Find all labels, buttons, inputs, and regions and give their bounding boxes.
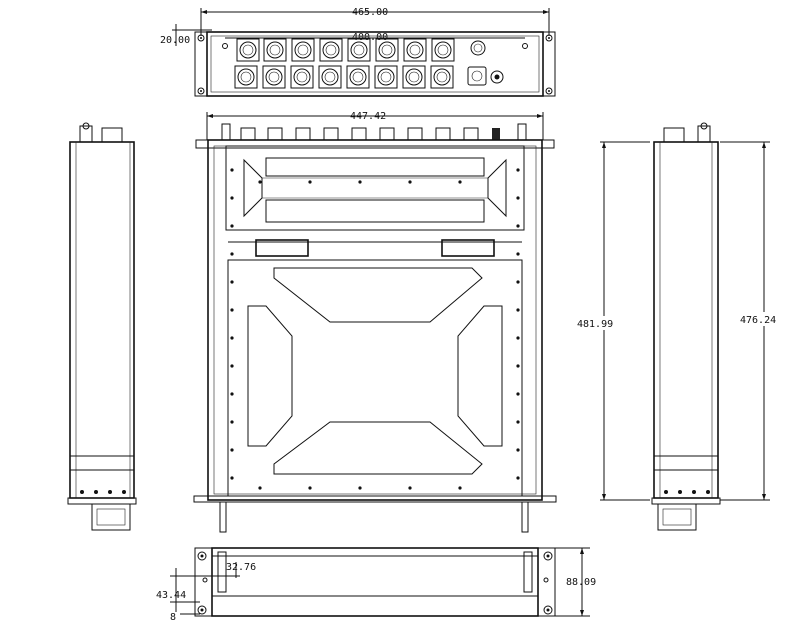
screw <box>230 448 234 452</box>
screw <box>516 308 520 312</box>
left-foot <box>219 501 227 533</box>
connector-array <box>234 38 455 89</box>
screw <box>516 280 520 284</box>
screw <box>516 476 520 480</box>
top-connector-row <box>221 123 527 141</box>
connector-icon <box>262 65 286 89</box>
screw <box>230 392 234 396</box>
mount-spacing-label: 400.00 <box>352 32 388 43</box>
screw <box>230 168 234 172</box>
connector-icon <box>347 38 371 62</box>
screw <box>230 308 234 312</box>
left-side-view <box>67 122 137 531</box>
connector-stub <box>295 127 311 141</box>
screw-pattern <box>230 168 520 490</box>
connector-icon <box>263 38 287 62</box>
connector-icon <box>290 65 314 89</box>
screw <box>308 180 312 184</box>
screw <box>458 180 462 184</box>
left-handle <box>91 503 131 531</box>
screw <box>516 392 520 396</box>
screw <box>516 252 520 256</box>
connector-icon <box>374 65 398 89</box>
connector-stub <box>240 127 256 141</box>
screw <box>516 336 520 340</box>
connector-icon <box>319 38 343 62</box>
screw <box>230 364 234 368</box>
reset-button-icon <box>470 40 486 56</box>
screw <box>516 224 520 228</box>
connector-stub <box>267 127 283 141</box>
right-handle <box>657 503 697 531</box>
screw <box>258 486 262 490</box>
connector-icon <box>403 38 427 62</box>
screw <box>408 486 412 490</box>
connector-icon <box>318 65 342 89</box>
right-foot <box>521 501 529 533</box>
connector-stub <box>407 127 423 141</box>
power-inlet-icon <box>467 66 487 86</box>
screw <box>408 180 412 184</box>
connector-stub <box>351 127 367 141</box>
screw <box>516 196 520 200</box>
connector-icon <box>375 38 399 62</box>
ear-offset-label: 20.00 <box>160 35 190 46</box>
connector-stub <box>323 127 339 141</box>
screw <box>308 486 312 490</box>
body-depth-label: 476.24 <box>740 315 776 326</box>
screw <box>516 364 520 368</box>
antenna-stub <box>492 128 500 140</box>
handle-offset-label: 32.76 <box>226 562 256 573</box>
screw <box>258 180 262 184</box>
connector-icon <box>431 38 455 62</box>
connector-icon <box>430 65 454 89</box>
screw <box>516 420 520 424</box>
front-panel-view: 465.00 20.00 400.00 <box>160 7 556 97</box>
screw <box>358 486 362 490</box>
connector-stub <box>463 127 479 141</box>
connector-stub <box>379 127 395 141</box>
screw <box>230 420 234 424</box>
screw <box>230 252 234 256</box>
connector-icon <box>346 65 370 89</box>
connector-icon <box>236 38 260 62</box>
right-side-view: 481.99 476.24 <box>576 122 788 531</box>
handle-height-label: 43.44 <box>156 590 186 601</box>
front-width-label: 465.00 <box>352 7 388 18</box>
ear-post <box>517 123 527 141</box>
ear-post <box>221 123 231 141</box>
screw <box>516 448 520 452</box>
screw <box>230 336 234 340</box>
screw <box>230 476 234 480</box>
top-view: 447.42 <box>193 111 557 533</box>
screw <box>230 224 234 228</box>
overall-height-label: 88.09 <box>566 577 596 588</box>
screw <box>230 196 234 200</box>
body-width-label: 447.42 <box>350 111 386 122</box>
connector-icon <box>291 38 315 62</box>
small-offset-label: 8 <box>170 612 176 623</box>
connector-icon <box>234 65 258 89</box>
rear-view: 32.76 43.44 8 88.09 <box>156 547 596 623</box>
screw <box>358 180 362 184</box>
screw <box>516 168 520 172</box>
connector-stub <box>435 127 451 141</box>
ground-post-icon <box>490 70 504 84</box>
screw <box>230 280 234 284</box>
connector-icon <box>402 65 426 89</box>
screw <box>458 486 462 490</box>
overall-depth-label: 481.99 <box>577 319 613 330</box>
